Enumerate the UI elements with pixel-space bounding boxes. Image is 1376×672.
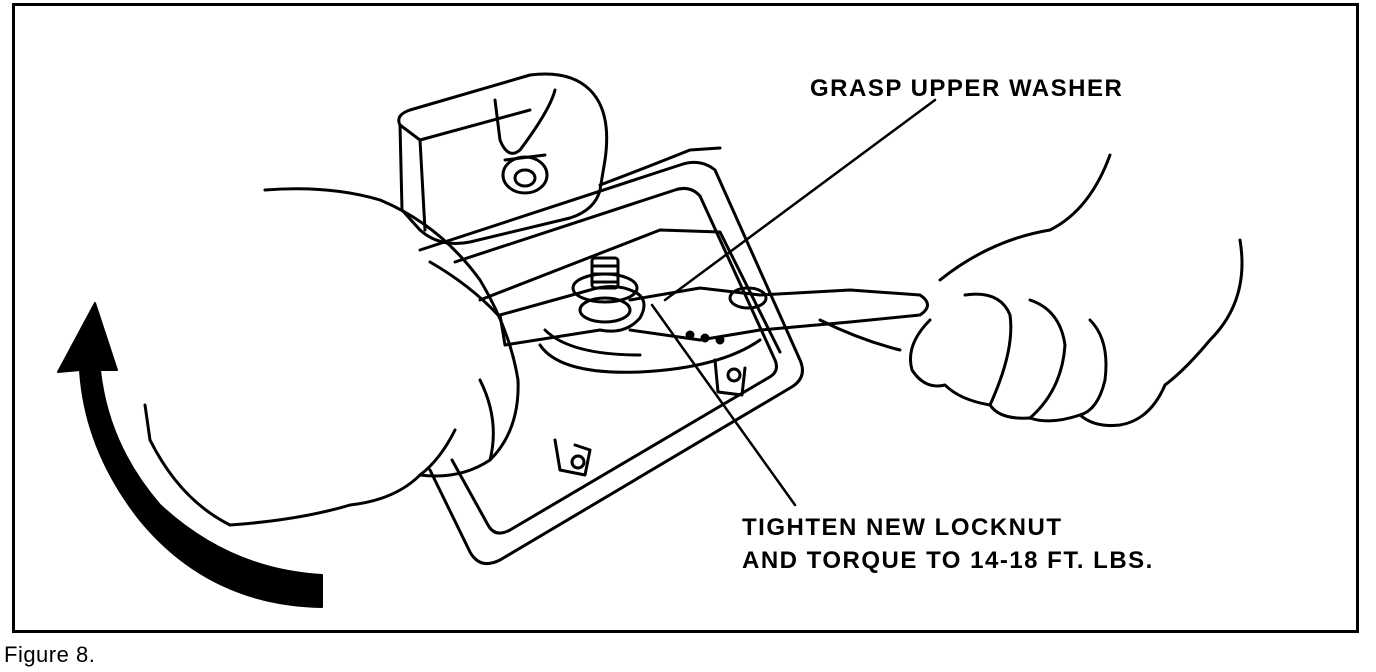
plate-brackets xyxy=(553,358,747,477)
lock-housing xyxy=(397,72,609,245)
wrench xyxy=(498,285,929,352)
housing-plate xyxy=(418,146,804,566)
leader-grasp-washer xyxy=(663,98,937,302)
figure-frame xyxy=(12,3,1359,633)
leader-tighten-locknut xyxy=(650,303,797,507)
leader-lines xyxy=(650,98,937,507)
turntable-disk xyxy=(538,256,762,374)
rotation-arrow-icon xyxy=(57,302,323,608)
callout-torque: AND TORQUE TO 14-18 FT. LBS. xyxy=(742,547,1154,574)
callout-grasp-washer: GRASP UPPER WASHER xyxy=(810,75,1124,102)
right-hand xyxy=(909,153,1244,427)
callout-tighten-locknut: TIGHTEN NEW LOCKNUT xyxy=(742,514,1063,541)
left-hand xyxy=(143,187,520,527)
figure-caption: Figure 8. xyxy=(4,642,96,667)
